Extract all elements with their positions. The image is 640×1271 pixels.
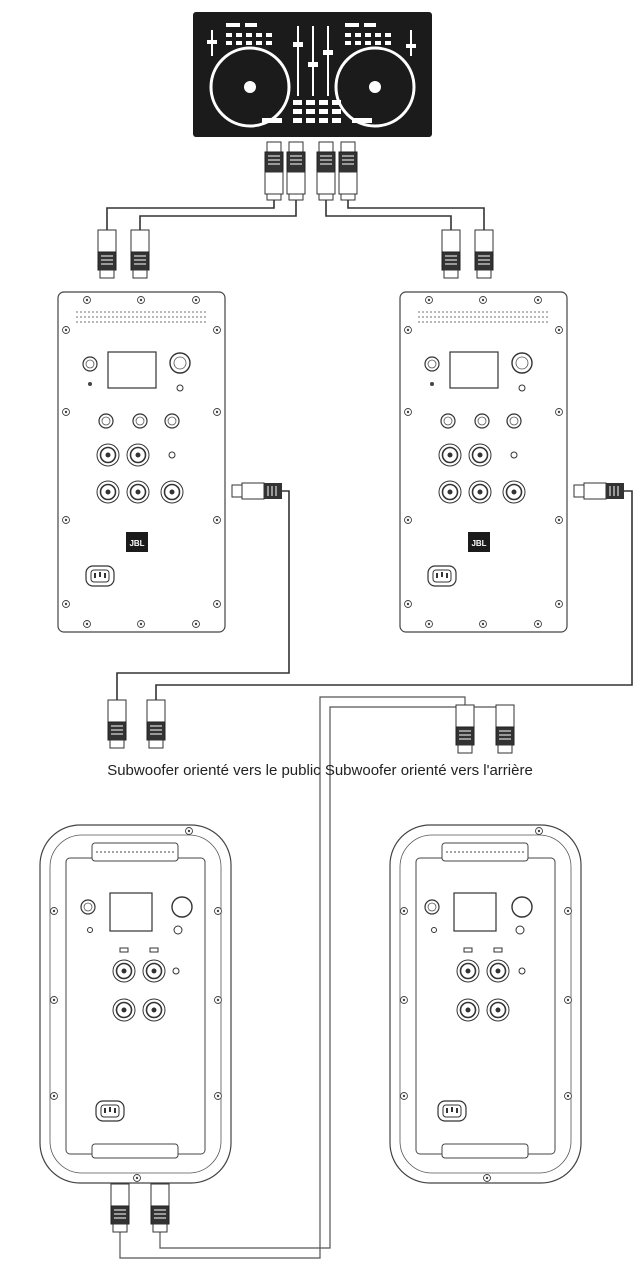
jbl-logo: JBL — [471, 539, 486, 548]
subwoofer-front-panel — [39, 824, 232, 1184]
caption-rear: Subwoofer orienté vers l'arrière — [324, 762, 533, 779]
dj-controller — [193, 12, 432, 137]
subwoofer-output-connectors — [110, 1183, 170, 1233]
controller-output-connectors — [264, 141, 358, 201]
subwoofer-input-connectors — [107, 699, 515, 754]
top-speaker-right-panel: JBL — [399, 291, 625, 633]
subwoofer-rear-panel — [389, 824, 582, 1184]
caption-front: Subwoofer orienté vers le public — [107, 762, 321, 779]
caption: Subwoofer orienté vers le public Subwoof… — [0, 762, 640, 779]
top-speaker-left-panel: JBL — [57, 291, 283, 633]
top-speaker-input-connectors — [97, 229, 494, 279]
jbl-logo: JBL — [129, 539, 144, 548]
cables — [106, 200, 633, 1259]
